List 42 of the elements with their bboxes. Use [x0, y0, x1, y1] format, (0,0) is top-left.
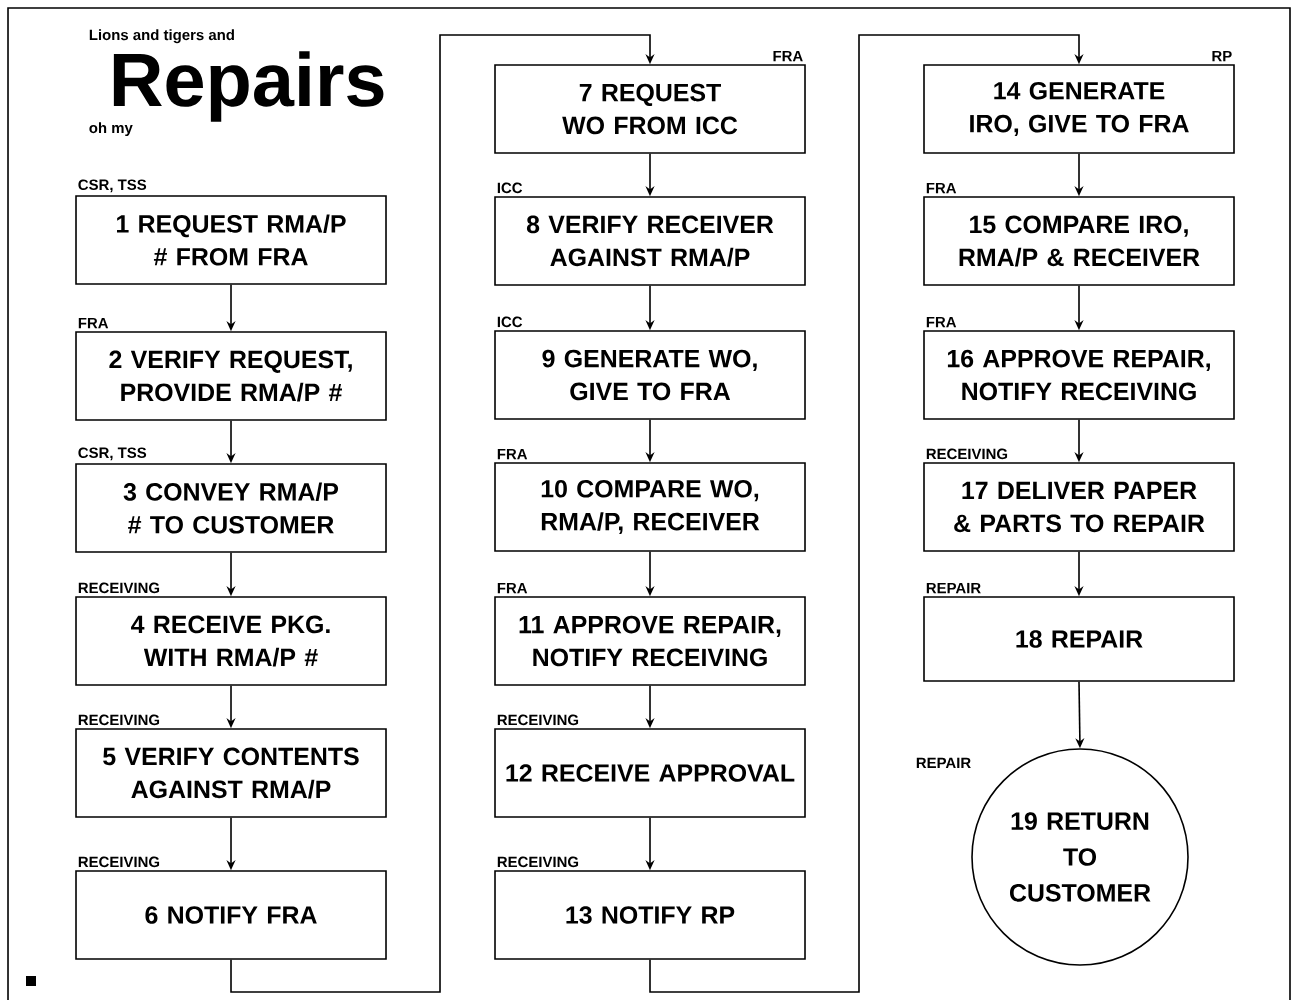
- role-label: REPAIR: [916, 757, 971, 768]
- arrow: [230, 34, 655, 993]
- process-box: 12 RECEIVE APPROVAL: [494, 728, 806, 818]
- process-box: 13 NOTIFY RP: [494, 870, 806, 960]
- process-box: 2 VERIFY REQUEST, PROVIDE RMA/P #: [75, 331, 387, 421]
- subtitle: Lions and tigers and: [89, 29, 234, 44]
- role-label: CSR, TSS: [78, 447, 147, 461]
- role-label: RECEIVING: [497, 714, 579, 726]
- title: Repairs: [113, 51, 384, 122]
- process-box: 9 GENERATE WO, GIVE TO FRA: [494, 330, 806, 420]
- process-box: 10 COMPARE WO, RMA/P, RECEIVER: [494, 462, 806, 552]
- role-label: RECEIVING: [926, 448, 1008, 460]
- process-box: 14 GENERATE IRO, GIVE TO FRA: [923, 64, 1235, 154]
- role-label: RECEIVING: [497, 856, 579, 868]
- role-label: CSR, TSS: [78, 179, 147, 193]
- role-label: ICC: [497, 182, 523, 194]
- process-box: 5 VERIFY CONTENTS AGAINST RMA/P: [75, 728, 387, 818]
- process-box: 16 APPROVE REPAIR, NOTIFY RECEIVING: [923, 330, 1235, 420]
- role-label: FRA: [926, 316, 957, 328]
- process-box: 1 REQUEST RMA/P # FROM FRA: [75, 195, 387, 285]
- arrow: [649, 34, 1084, 993]
- role-label: FRA: [926, 182, 957, 194]
- role-label: FRA: [497, 582, 528, 594]
- role-label: RECEIVING: [78, 714, 160, 726]
- subtitle: oh my: [89, 122, 133, 137]
- process-box: 3 CONVEY RMA/P # TO CUSTOMER: [75, 463, 387, 553]
- role-label: RECEIVING: [78, 582, 160, 594]
- role-label: RECEIVING: [78, 856, 160, 868]
- process-box: 17 DELIVER PAPER & PARTS TO REPAIR: [923, 462, 1235, 552]
- role-label: FRA: [497, 448, 528, 460]
- role-label: FRA: [78, 317, 109, 329]
- role-label: FRA: [773, 50, 803, 62]
- process-box: 6 NOTIFY FRA: [75, 870, 387, 960]
- role-label: ICC: [497, 316, 523, 328]
- process-box: 8 VERIFY RECEIVER AGAINST RMA/P: [494, 196, 806, 286]
- role-label: REPAIR: [926, 582, 981, 594]
- process-box: 7 REQUEST WO FROM ICC: [494, 64, 806, 154]
- process-box: 4 RECEIVE PKG. WITH RMA/P #: [75, 596, 387, 686]
- process-box: 18 REPAIR: [923, 596, 1235, 682]
- process-box: 15 COMPARE IRO, RMA/P & RECEIVER: [923, 196, 1235, 286]
- process-box: 11 APPROVE REPAIR, NOTIFY RECEIVING: [494, 596, 806, 686]
- role-label: RP: [1212, 50, 1232, 62]
